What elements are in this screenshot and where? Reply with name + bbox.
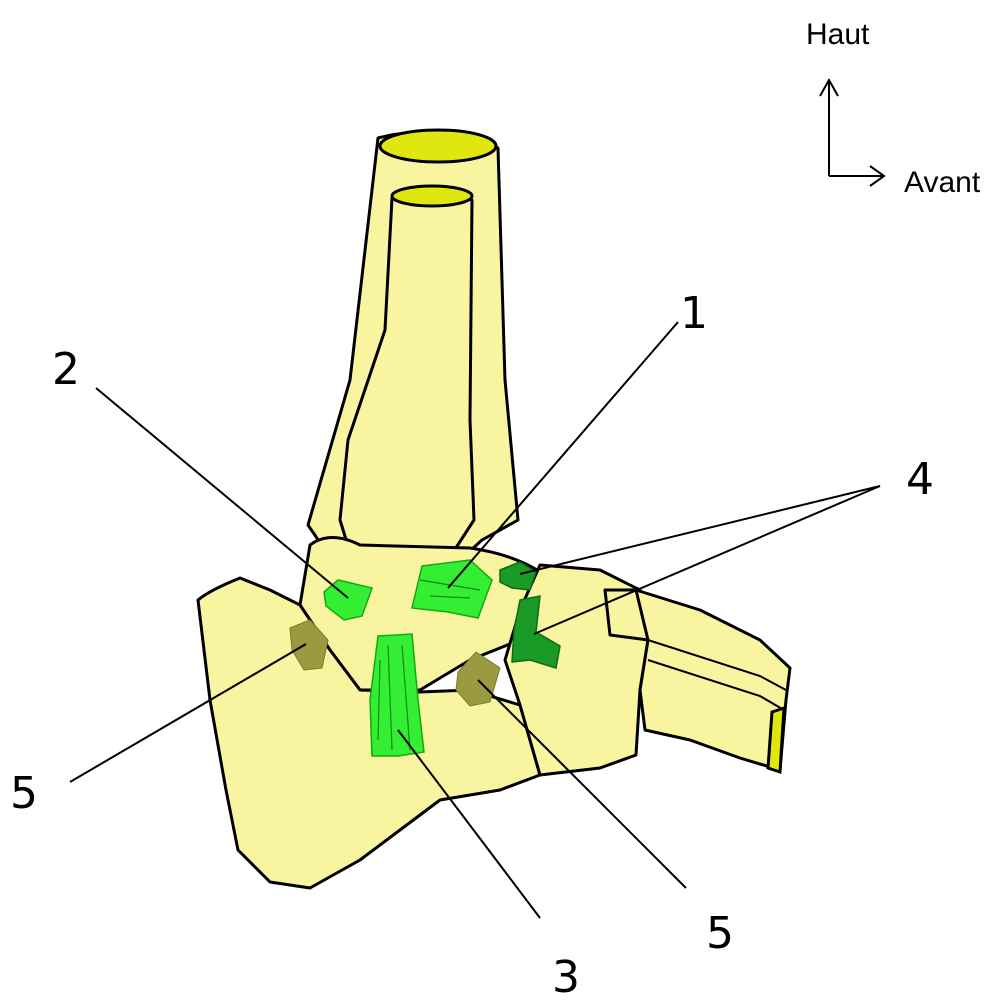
up-label: Haut	[806, 18, 870, 51]
forward-label: Avant	[904, 166, 981, 199]
up-arrow-icon	[820, 80, 838, 176]
label-3: 3	[552, 952, 580, 1000]
orientation-indicator: Haut Avant	[806, 18, 981, 199]
leader-4-a	[520, 486, 880, 574]
ligament-1	[412, 560, 492, 618]
label-5-left: 5	[10, 768, 38, 819]
leader-2	[96, 388, 348, 598]
label-1: 1	[680, 288, 708, 339]
label-4: 4	[906, 454, 934, 505]
leader-4-b	[534, 486, 880, 634]
metatarsal-end	[768, 708, 784, 772]
fibula-cut-surface	[392, 186, 472, 206]
label-5-right: 5	[706, 908, 734, 959]
tibia-cut-surface	[380, 130, 496, 162]
label-2: 2	[52, 344, 80, 395]
forward-arrow-icon	[829, 166, 884, 186]
bones	[198, 130, 790, 888]
